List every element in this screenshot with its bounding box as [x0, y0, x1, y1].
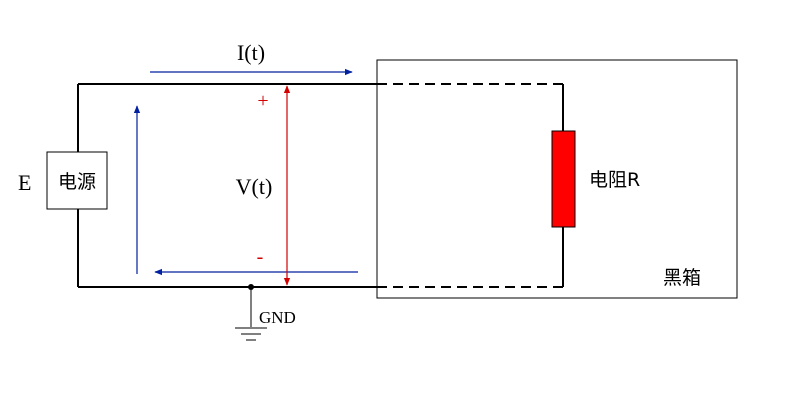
- minus-sign: -: [257, 246, 264, 268]
- plus-sign: +: [257, 90, 268, 112]
- power-source-label: 电源: [58, 171, 96, 193]
- black-box-label: 黑箱: [663, 267, 701, 289]
- current-label: I(t): [237, 40, 265, 65]
- ground-label: GND: [259, 308, 296, 327]
- resistor: [551, 130, 576, 228]
- voltage-label: V(t): [236, 174, 273, 199]
- power-source-box: [46, 151, 108, 210]
- black-box-frame: [376, 59, 738, 299]
- resistor-label: 电阻R: [589, 169, 640, 191]
- source-e-label: E: [18, 170, 31, 195]
